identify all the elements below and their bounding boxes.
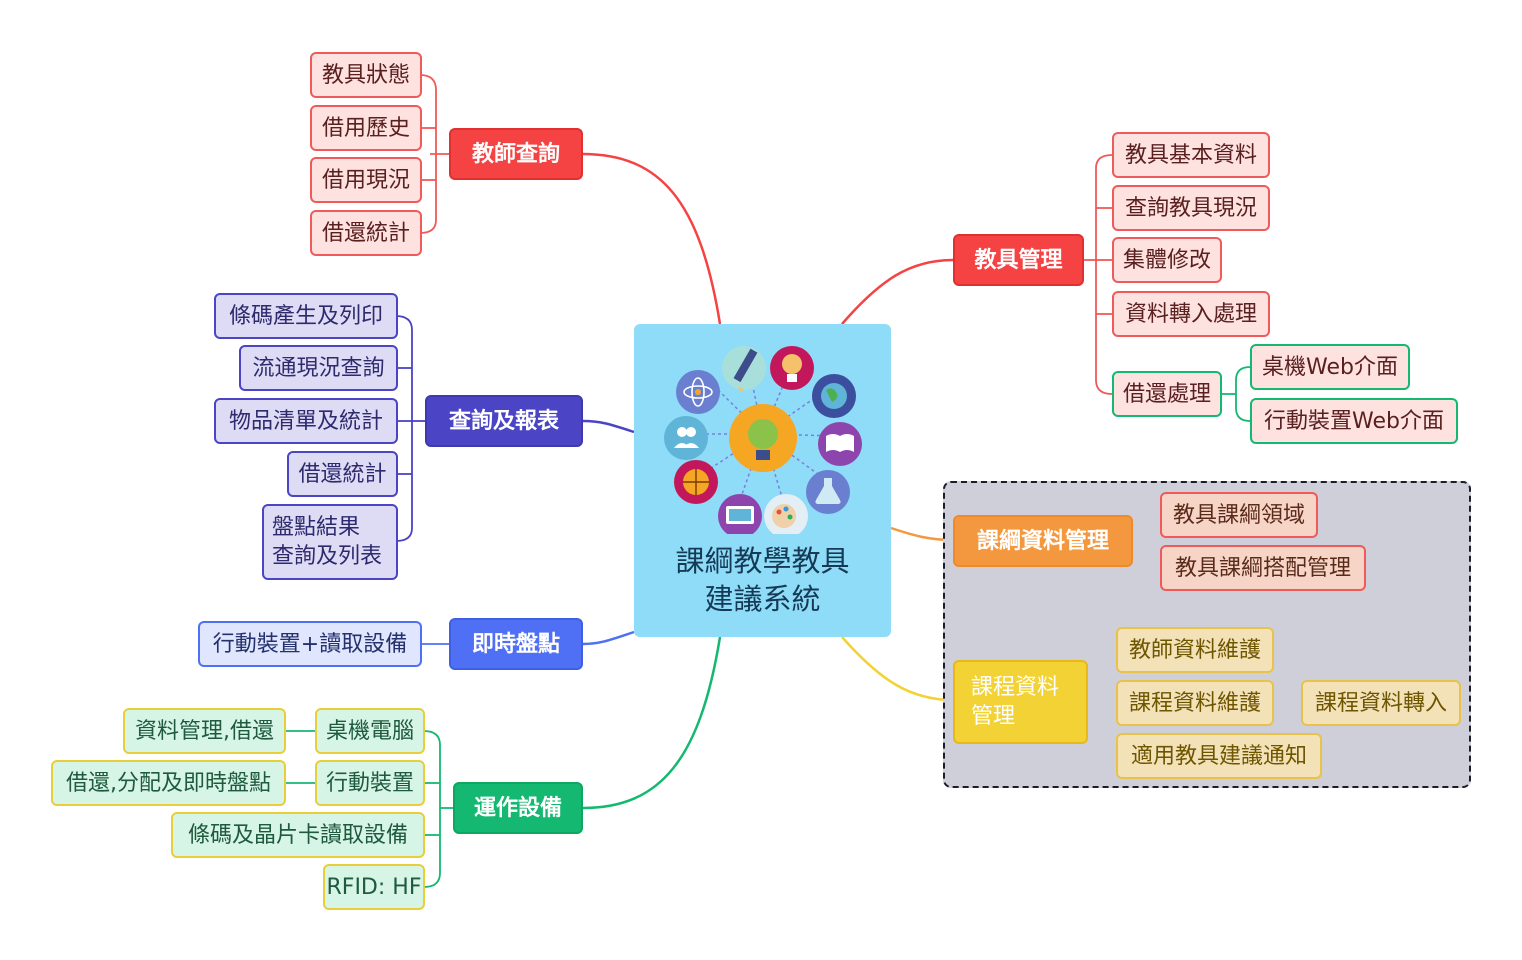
course-import-item[interactable]: 課程資料轉入 — [1301, 680, 1461, 726]
root-topic[interactable]: 課綱教學教具 建議系統 — [634, 324, 891, 637]
equipment-mgmt-item[interactable]: 查詢教具現況 — [1112, 185, 1270, 231]
lending-web-mobile[interactable]: 行動裝置Web介面 — [1250, 398, 1458, 444]
link-course — [841, 636, 954, 702]
topic-curriculum-data[interactable]: 課綱資料管理 — [953, 515, 1133, 567]
topic-devices[interactable]: 運作設備 — [453, 782, 583, 834]
equipment-mgmt-item[interactable]: 集體修改 — [1112, 237, 1222, 283]
query-report-item[interactable]: 借還統計 — [287, 451, 398, 497]
device-detail[interactable]: 借還,分配及即時盤點 — [51, 760, 286, 806]
topic-query-report[interactable]: 查詢及報表 — [425, 395, 583, 447]
device-item[interactable]: 條碼及晶片卡讀取設備 — [171, 812, 425, 858]
device-detail[interactable]: 資料管理,借還 — [123, 708, 286, 754]
link-realtime — [582, 630, 635, 646]
link-query-report — [582, 419, 635, 434]
curriculum-item[interactable]: 教具課綱搭配管理 — [1160, 545, 1366, 591]
lending-process-item[interactable]: 借還處理 — [1112, 371, 1222, 417]
teacher-query-item[interactable]: 借用現況 — [310, 157, 422, 203]
people-icon — [664, 416, 708, 460]
topic-course-data[interactable]: 課程資料 管理 — [953, 660, 1088, 744]
teacher-query-item[interactable]: 借用歷史 — [310, 105, 422, 151]
course-item[interactable]: 課程資料維護 — [1116, 680, 1274, 726]
course-item[interactable]: 適用教具建議通知 — [1116, 733, 1322, 779]
root-title: 課綱教學教具 建議系統 — [675, 544, 850, 616]
equipment-mgmt-item[interactable]: 教具基本資料 — [1112, 132, 1270, 178]
device-item[interactable]: 桌機電腦 — [315, 708, 425, 754]
device-item[interactable]: RFID: HF — [323, 864, 425, 910]
topic-teacher-query[interactable]: 教師查詢 — [449, 128, 583, 180]
course-item[interactable]: 教師資料維護 — [1116, 627, 1274, 673]
realtime-inventory-item[interactable]: 行動裝置+讀取設備 — [198, 621, 422, 667]
lending-web-desktop[interactable]: 桌機Web介面 — [1250, 344, 1410, 390]
education-illustration-icon — [664, 346, 862, 534]
query-report-item[interactable]: 物品清單及統計 — [214, 398, 398, 444]
query-report-item[interactable]: 流通現況查詢 — [239, 345, 398, 391]
link-teacher-query — [581, 152, 722, 325]
equipment-mgmt-item[interactable]: 資料轉入處理 — [1112, 291, 1270, 337]
teacher-query-item[interactable]: 借還統計 — [310, 210, 422, 256]
curriculum-item[interactable]: 教具課綱領域 — [1160, 492, 1318, 538]
query-report-item[interactable]: 盤點結果 查詢及列表 — [262, 504, 398, 580]
query-report-item[interactable]: 條碼產生及列印 — [214, 293, 398, 339]
topic-realtime-inventory[interactable]: 即時盤點 — [449, 618, 583, 670]
teacher-query-item[interactable]: 教具狀態 — [310, 52, 422, 98]
topic-equipment-management[interactable]: 教具管理 — [953, 234, 1084, 286]
link-devices — [582, 636, 722, 810]
device-item[interactable]: 行動裝置 — [315, 760, 425, 806]
link-equipment-mgmt — [841, 258, 954, 325]
